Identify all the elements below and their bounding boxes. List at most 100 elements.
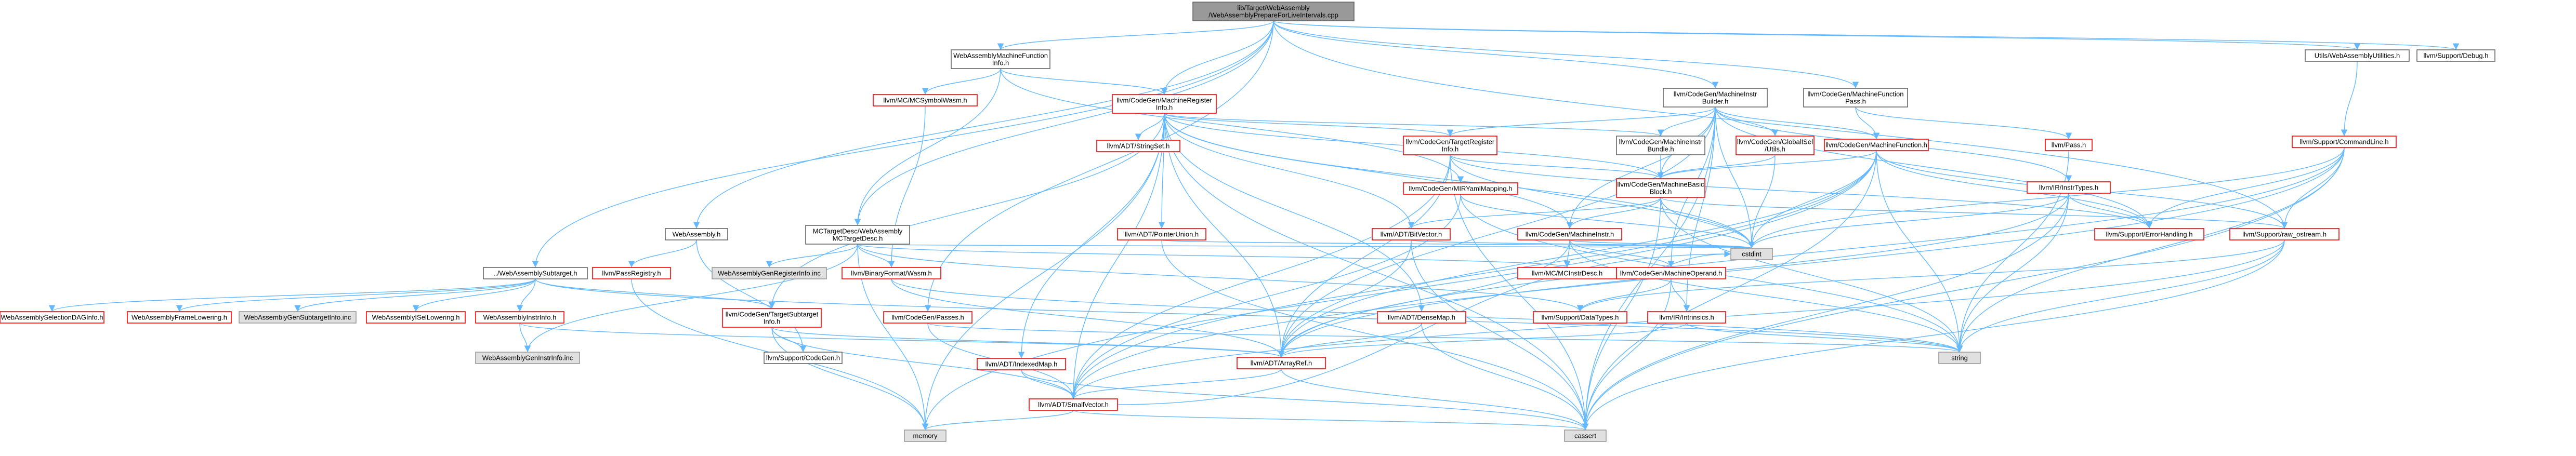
node-wasub[interactable]: ../WebAssemblySubtarget.h <box>483 267 588 279</box>
node-wa[interactable]: WebAssembly.h <box>665 228 728 240</box>
node-label-cgmri-1: Info.h <box>1156 104 1173 112</box>
edge-wasub-to-string <box>535 278 1963 353</box>
node-label-pass-0: llvm/Pass.h <box>2052 141 2086 149</box>
edge-cgmri-to-densemap <box>1164 113 1425 312</box>
node-label-binfmt-0: llvm/BinaryFormat/Wasm.h <box>851 270 932 277</box>
node-label-ptrunion-0: llvm/ADT/PointerUnion.h <box>1125 231 1199 238</box>
edge-cmdline-to-cstdint <box>1748 147 2345 249</box>
edge-ptrunion-to-cassert <box>1161 239 1589 431</box>
node-box-codegen <box>764 352 843 364</box>
node-mf[interactable]: llvm/CodeGen/MachineFunction.h <box>1824 139 1929 151</box>
node-debug[interactable]: llvm/Support/Debug.h <box>2416 49 2495 62</box>
node-cgpasses[interactable]: llvm/CodeGen/Passes.h <box>883 311 972 324</box>
node-box-wasel <box>0 311 104 324</box>
node-mi[interactable]: llvm/CodeGen/MachineInstr.h <box>1517 228 1622 240</box>
node-box-wautil <box>2305 49 2410 62</box>
node-mo[interactable]: llvm/CodeGen/MachineOperand.h <box>1616 267 1726 279</box>
node-codegen[interactable]: llvm/Support/CodeGen.h <box>764 352 843 364</box>
edge-gisel-to-cstdint <box>1748 154 1776 249</box>
node-binfmt[interactable]: llvm/BinaryFormat/Wasm.h <box>842 267 941 279</box>
node-label-cmdline-0: llvm/Support/CommandLine.h <box>2299 138 2388 146</box>
edge-mi-to-mo <box>1569 239 1675 268</box>
edge-arrayref-to-smallvec <box>1070 368 1282 399</box>
edge-wa-to-passreg <box>628 239 697 268</box>
edge-root-to-wamfi <box>997 20 1274 50</box>
edge-wautil-to-cmdline <box>2341 61 2358 137</box>
edge-bitvector-to-cassert <box>1411 239 1589 431</box>
edge-cgmri-to-bitvector <box>1164 113 1415 229</box>
node-gisel[interactable]: llvm/CodeGen/GlobalISel/Utils.h <box>1736 136 1815 155</box>
edge-smallvec-to-cassert <box>1073 410 1588 431</box>
edge-wamfi-to-mirym <box>1000 68 1464 183</box>
node-label-wagenreg-0: WebAssemblyGenRegisterInfo.inc <box>718 270 821 277</box>
node-label-mfp-0: llvm/CodeGen/MachineFunction <box>1808 90 1904 98</box>
edge-wasub-to-waisel <box>412 278 536 312</box>
node-mcinstrdesc[interactable]: llvm/MC/MCInstrDesc.h <box>1517 267 1617 279</box>
node-waisel[interactable]: WebAssemblyISelLowering.h <box>366 311 466 324</box>
edge-smallvec-to-memory <box>922 410 1074 431</box>
node-box-root <box>1192 2 1355 21</box>
edge-mctd-to-datatypes <box>857 244 1584 312</box>
edge-tsub-to-codegen <box>771 327 807 353</box>
node-mirym[interactable]: llvm/CodeGen/MIRYamlMapping.h <box>1403 182 1518 195</box>
node-wafl[interactable]: WebAssemblyFrameLowering.h <box>127 311 232 324</box>
node-densemap[interactable]: llvm/ADT/DenseMap.h <box>1377 311 1466 324</box>
node-box-passreg <box>592 267 671 279</box>
edge-mirym-to-cstdint <box>1460 194 1755 249</box>
node-indexedmap[interactable]: llvm/ADT/IndexedMap.h <box>977 358 1066 370</box>
edge-smallvec-to-cstdint <box>1117 250 1731 405</box>
node-passreg[interactable]: llvm/PassRegistry.h <box>592 267 671 279</box>
node-wautil[interactable]: Utils/WebAssemblyUtilities.h <box>2305 49 2410 62</box>
node-datatypes[interactable]: llvm/Support/DataTypes.h <box>1533 311 1627 324</box>
node-label-mibundle-1: Bundle.h <box>1647 145 1674 153</box>
edge-mbb-to-string <box>1660 197 1963 353</box>
node-box-string <box>1938 352 1981 364</box>
node-label-rawos-0: llvm/Support/raw_ostream.h <box>2242 231 2327 238</box>
node-smallvec[interactable]: llvm/ADT/SmallVector.h <box>1029 398 1118 411</box>
node-bitvector[interactable]: llvm/ADT/BitVector.h <box>1372 228 1451 240</box>
edge-wasub-to-wagensub <box>294 278 536 312</box>
node-pass[interactable]: llvm/Pass.h <box>2045 139 2093 151</box>
node-box-mfp <box>1803 88 1908 108</box>
edge-mo-to-intrinsics <box>1671 278 1690 312</box>
edge-intrinsics-to-arrayref <box>1278 323 1687 358</box>
node-box-waisel <box>366 311 466 324</box>
node-label-mo-0: llvm/CodeGen/MachineOperand.h <box>1620 270 1723 277</box>
node-label-memory-0: memory <box>913 432 938 440</box>
node-irinst[interactable]: llvm/IR/InstrTypes.h <box>2027 181 2111 194</box>
edge-rawos-to-string <box>1956 239 2285 353</box>
node-errh[interactable]: llvm/Support/ErrorHandling.h <box>2094 228 2204 240</box>
edge-mf-to-smallvec <box>1070 150 1877 399</box>
node-cmdline[interactable]: llvm/Support/CommandLine.h <box>2292 136 2397 148</box>
node-rawos[interactable]: llvm/Support/raw_ostream.h <box>2229 228 2340 240</box>
edge-mib-to-mi <box>1566 106 1716 229</box>
node-mcsymwasm[interactable]: llvm/MC/MCSymbolWasm.h <box>873 94 978 106</box>
node-box-tri <box>1403 136 1497 155</box>
node-box-cassert <box>1564 430 1607 442</box>
node-intrinsics[interactable]: llvm/IR/Intrinsics.h <box>1647 311 1726 324</box>
edge-mctd-to-binfmt <box>857 244 895 268</box>
node-wainstr[interactable]: WebAssemblyInstrInfo.h <box>475 311 564 324</box>
node-box-stringset <box>1096 140 1180 152</box>
edge-cgmri-to-memory <box>922 113 1165 431</box>
node-ptrunion[interactable]: llvm/ADT/PointerUnion.h <box>1117 228 1206 240</box>
node-stringset[interactable]: llvm/ADT/StringSet.h <box>1096 140 1180 152</box>
edge-cmdline-to-cassert <box>1582 147 2345 431</box>
node-label-wasub-0: ../WebAssemblySubtarget.h <box>494 270 577 277</box>
edge-arrayref-to-cassert <box>1281 368 1589 431</box>
node-box-smallvec <box>1029 398 1118 411</box>
node-wasel[interactable]: WebAssemblySelectionDAGInfo.h <box>0 311 104 324</box>
node-label-wainstr-0: WebAssemblyInstrInfo.h <box>483 314 557 321</box>
node-arrayref[interactable]: llvm/ADT/ArrayRef.h <box>1237 357 1326 369</box>
node-root[interactable]: lib/Target/WebAssembly/WebAssemblyPrepar… <box>1192 2 1355 21</box>
edge-gisel-to-mbb <box>1657 154 1776 179</box>
